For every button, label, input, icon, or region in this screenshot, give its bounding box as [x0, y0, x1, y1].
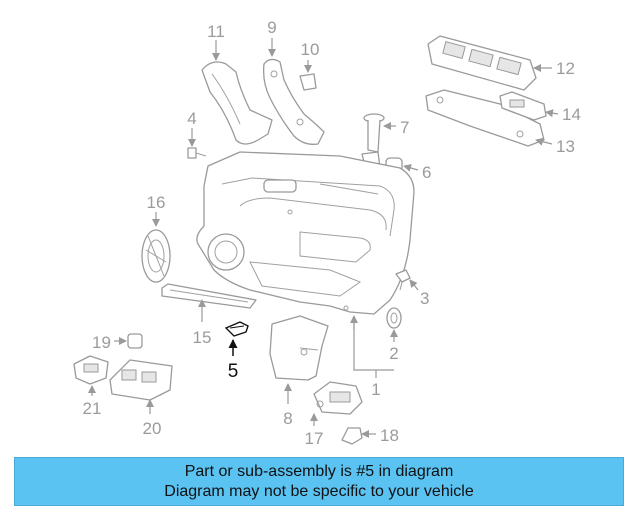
callout-14: 14 — [562, 105, 581, 124]
banner-line-disclaimer: Diagram may not be specific to your vehi… — [164, 482, 474, 500]
callout-4: 4 — [187, 109, 196, 128]
switch-assembly-part-20 — [109, 359, 173, 401]
bulb-part-18 — [341, 427, 363, 445]
door-trim-panel — [196, 151, 415, 315]
callout-13: 13 — [556, 137, 575, 156]
callout-3: 3 — [420, 289, 429, 308]
callout-8: 8 — [283, 409, 292, 428]
switch-bezel-part-12 — [427, 35, 537, 91]
clip-part-3 — [395, 269, 411, 291]
callout-5: 5 — [228, 361, 239, 382]
handle-housing-part-17 — [313, 381, 363, 415]
leader-14 — [545, 109, 559, 118]
info-banner: Part or sub-assembly is #5 in diagram Di… — [14, 457, 624, 506]
callout-6: 6 — [422, 163, 431, 182]
callout-10: 10 — [301, 40, 320, 59]
callout-2: 2 — [389, 344, 398, 363]
screw-part-5 — [224, 321, 249, 337]
callout-1: 1 — [371, 380, 380, 399]
grommet-part-2 — [386, 307, 402, 329]
callout-18: 18 — [380, 426, 399, 445]
callout-15: 15 — [193, 328, 212, 347]
callout-16: 16 — [147, 193, 166, 212]
lamp-socket-part-7 — [361, 113, 385, 171]
speaker-grille-part-16 — [141, 229, 171, 283]
callout-21: 21 — [83, 399, 102, 418]
pull-handle-part-9 — [262, 58, 325, 145]
screw-part-4 — [187, 147, 207, 159]
leader-13 — [535, 137, 553, 146]
callout-11: 11 — [207, 22, 225, 41]
callout-7: 7 — [400, 118, 409, 137]
leader-3 — [409, 279, 419, 291]
callout-17: 17 — [305, 429, 324, 448]
callout-20: 20 — [143, 419, 162, 438]
cap-part-19 — [127, 333, 143, 349]
callout-19: 19 — [92, 333, 111, 352]
switch-carrier-part-13 — [425, 89, 545, 147]
callout-9: 9 — [267, 18, 276, 37]
trim-strip-part-15 — [161, 283, 257, 309]
switch-part-21 — [73, 355, 109, 385]
banner-line-part-number: Part or sub-assembly is #5 in diagram — [184, 462, 454, 480]
clip-part-10 — [299, 73, 317, 91]
leader-6 — [403, 164, 419, 172]
armrest-cover-part-8 — [269, 315, 329, 381]
grab-handle-part-11 — [201, 61, 273, 145]
leader-1 — [350, 315, 394, 378]
callout-12: 12 — [556, 59, 575, 78]
parts-diagram: 11 9 10 4 12 13 — [73, 18, 581, 448]
